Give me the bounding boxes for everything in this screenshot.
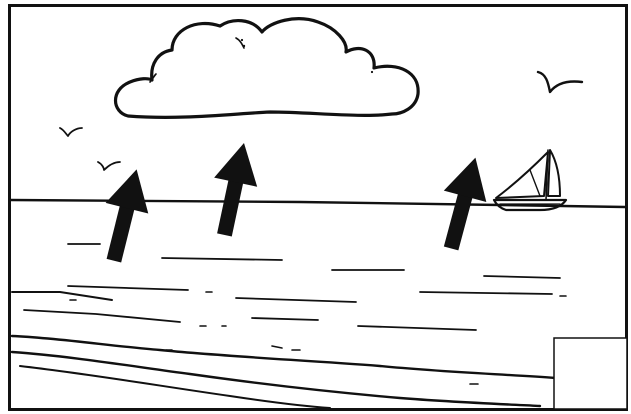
diagram-frame	[10, 6, 627, 410]
blank-box	[554, 338, 627, 409]
